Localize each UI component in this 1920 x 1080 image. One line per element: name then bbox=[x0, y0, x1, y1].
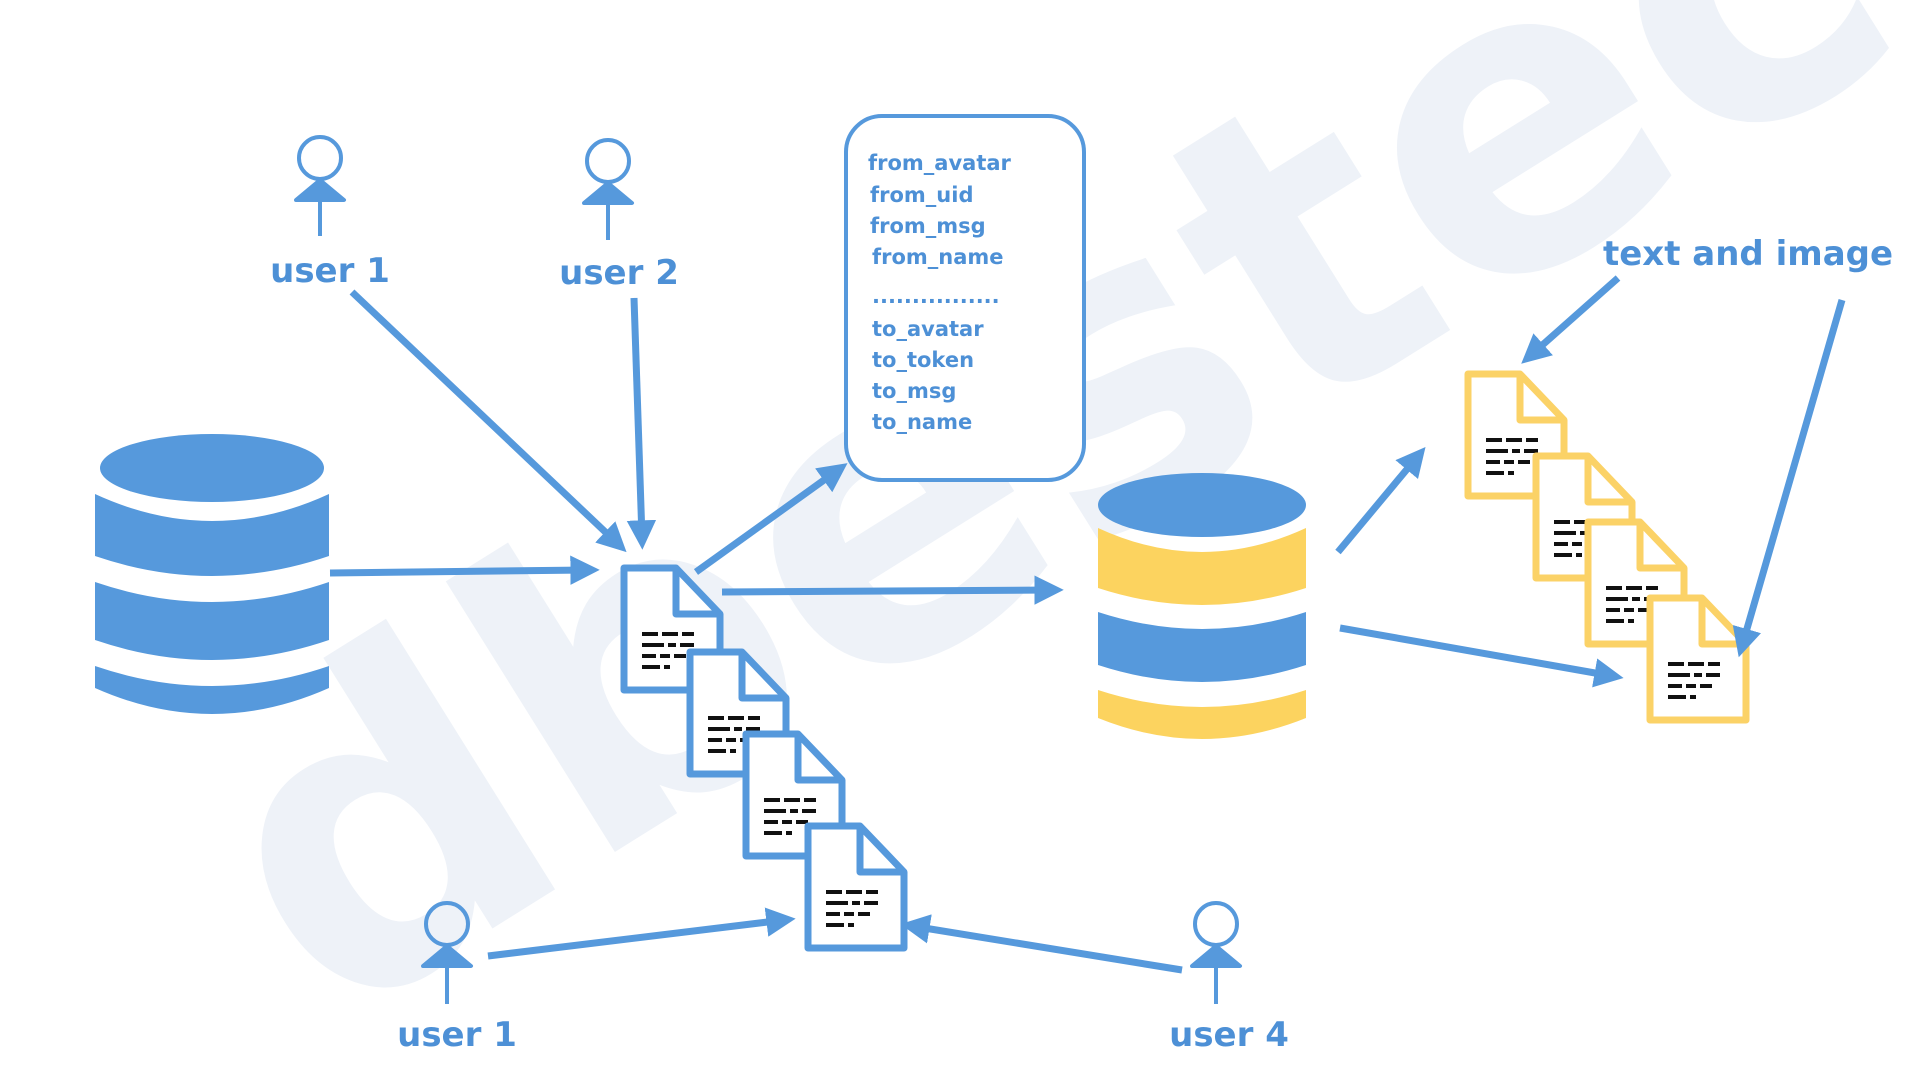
field-label: from_uid bbox=[870, 183, 973, 207]
arrow bbox=[1335, 446, 1426, 555]
message-fields-box: from_avatar from_uid from_msg from_name … bbox=[844, 114, 1086, 482]
user-icon bbox=[1190, 901, 1242, 1004]
arrow bbox=[900, 914, 1183, 974]
user-icon bbox=[421, 901, 473, 1004]
user-label: user 1 bbox=[397, 1015, 517, 1055]
message-document-stack bbox=[620, 564, 908, 952]
field-label: to_msg bbox=[872, 379, 956, 403]
user-icon bbox=[582, 138, 634, 240]
field-label: from_name bbox=[872, 245, 1004, 269]
arrow bbox=[349, 289, 627, 553]
arrow bbox=[487, 907, 796, 960]
field-label: to_token bbox=[872, 348, 974, 372]
field-label: to_avatar bbox=[872, 317, 984, 341]
field-label: from_msg bbox=[870, 214, 986, 238]
source-database-icon bbox=[95, 434, 329, 714]
document-icon bbox=[804, 822, 908, 952]
arrow bbox=[626, 297, 657, 550]
output-document-stack bbox=[1464, 370, 1750, 724]
user-label: user 2 bbox=[559, 253, 679, 293]
arrow bbox=[693, 463, 848, 575]
arrow bbox=[1732, 299, 1846, 658]
target-database-icon bbox=[1098, 473, 1306, 739]
field-label: to_name bbox=[872, 410, 972, 434]
output-label: text and image bbox=[1603, 234, 1893, 274]
arrow bbox=[329, 555, 600, 585]
field-label: from_avatar bbox=[868, 151, 1012, 175]
arrow bbox=[1339, 624, 1624, 688]
arrow bbox=[1521, 275, 1621, 364]
document-icon bbox=[1646, 594, 1750, 724]
user-icon bbox=[294, 135, 346, 236]
user-label: user 1 bbox=[270, 251, 390, 291]
user-label: user 4 bbox=[1169, 1015, 1289, 1055]
field-separator: ................ bbox=[872, 284, 1000, 308]
arrow bbox=[721, 575, 1064, 605]
